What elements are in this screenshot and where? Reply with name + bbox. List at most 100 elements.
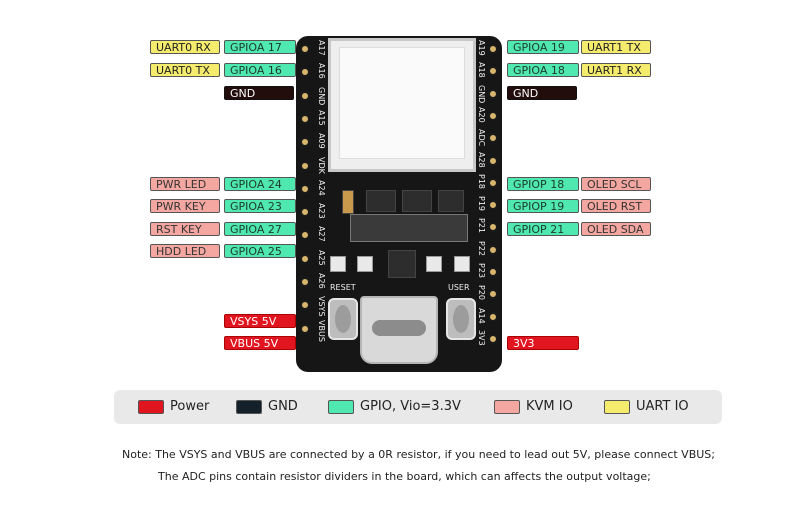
label-vsys-5v: VSYS 5V: [224, 314, 296, 328]
label-3v3: 3V3: [507, 336, 579, 350]
left-pad: [300, 277, 310, 287]
label-pwr-led: PWR LED: [150, 177, 220, 191]
left-pad: [300, 253, 310, 264]
label-vbus-5v: VBUS 5V: [224, 336, 296, 350]
left-pin-label: A17: [317, 40, 326, 56]
legend-gnd-swatch: [236, 400, 262, 414]
left-pin-label: A27: [317, 226, 326, 243]
label-gpioa-27: GPIOA 27: [224, 222, 296, 236]
left-pad: [300, 183, 310, 194]
right-pad: [488, 155, 498, 166]
right-pin-label: A14: [477, 307, 486, 324]
smd-2: [357, 256, 373, 272]
chip-1: [366, 190, 396, 212]
label-hdd-led: HDD LED: [150, 244, 220, 258]
smd-1: [330, 256, 346, 272]
left-pad: [300, 113, 310, 124]
oscillator: [342, 190, 354, 214]
right-pad: [488, 110, 498, 121]
left-pad: [300, 323, 310, 334]
right-pin-label: A20: [477, 106, 486, 123]
left-pin-label: A25: [317, 249, 326, 266]
left-pin-label: VDK: [317, 156, 326, 174]
right-pin-label: P19: [477, 196, 486, 212]
right-pin-label: 3V3: [477, 329, 486, 346]
label-oled-rst: OLED RST: [581, 199, 651, 213]
right-pin-label: A19: [477, 40, 486, 56]
left-pin-label: A16: [317, 63, 326, 79]
right-pad: [488, 222, 498, 233]
label-gpiop-18: GPIOP 18: [507, 177, 579, 191]
left-pad: [300, 67, 310, 78]
label-uart0-rx: UART0 RX: [150, 40, 220, 54]
reset-silk: RESET: [330, 283, 356, 292]
right-pad: [488, 177, 498, 188]
right-pad: [488, 289, 498, 300]
lcd-screen: [328, 38, 476, 172]
legend-uart-label: UART IO: [636, 399, 689, 414]
left-pin-label: VBUS: [317, 319, 326, 342]
legend-kvm-swatch: [494, 400, 520, 414]
right-pad: [488, 44, 498, 54]
legend-gpio-label: GPIO, Vio=3.3V: [360, 399, 461, 414]
label-gnd-left: GND: [224, 86, 294, 100]
user-button[interactable]: [446, 298, 476, 340]
right-pad: [488, 133, 498, 144]
label-pwr-key: PWR KEY: [150, 199, 220, 213]
note-line-2: The ADC pins contain resistor dividers i…: [158, 470, 651, 483]
right-pin-label: P20: [477, 285, 486, 301]
usb-c-port: [360, 296, 438, 364]
soc-chip: [388, 250, 416, 278]
right-pad: [488, 244, 498, 255]
label-uart1-tx: UART1 TX: [581, 40, 651, 54]
right-pad: [488, 311, 498, 322]
right-pin-label: P18: [477, 173, 486, 189]
right-pin-label: P21: [477, 218, 486, 234]
fpc-connector: [350, 214, 468, 242]
right-pin-label: A28: [477, 151, 486, 168]
left-pad: [300, 300, 310, 311]
left-pad: [300, 230, 310, 241]
label-gnd-right: GND: [507, 86, 577, 100]
chip-3: [438, 190, 464, 212]
legend-power-swatch: [138, 400, 164, 414]
label-gpiop-19: GPIOP 19: [507, 199, 579, 213]
right-pin-label: GND: [477, 84, 486, 103]
left-pin-label: A23: [317, 203, 326, 219]
left-pad: [300, 207, 310, 218]
right-pad: [488, 333, 498, 344]
label-gpioa-17: GPIOA 17: [224, 40, 296, 54]
note-line-1: Note: The VSYS and VBUS are connected by…: [122, 448, 715, 461]
label-gpiop-21: GPIOP 21: [507, 222, 579, 236]
left-pad: [300, 137, 310, 148]
right-pad: [488, 88, 498, 99]
label-gpioa-24: GPIOA 24: [224, 177, 296, 191]
label-gpioa-25: GPIOA 25: [224, 244, 296, 258]
left-pin-label: GND: [317, 86, 326, 105]
label-gpioa-18: GPIOA 18: [507, 63, 579, 77]
smd-3: [426, 256, 442, 272]
right-pin-label: ADC: [477, 129, 486, 147]
left-pin-label: A26: [317, 273, 326, 289]
right-pad: [488, 200, 498, 211]
label-oled-sda: OLED SDA: [581, 222, 651, 236]
left-pin-label: VSYS: [317, 296, 326, 317]
left-pad: [300, 90, 310, 101]
left-pad: [300, 160, 310, 171]
reset-button[interactable]: [328, 298, 358, 340]
user-silk: USER: [448, 283, 470, 292]
right-pad: [488, 66, 498, 77]
chip-2: [402, 190, 432, 212]
left-pin-label: A24: [317, 179, 326, 196]
label-gpioa-19: GPIOA 19: [507, 40, 579, 54]
right-pin-label: A18: [477, 62, 486, 78]
right-pin-label: P22: [477, 240, 486, 256]
legend-gnd-label: GND: [268, 399, 298, 414]
legend-uart-swatch: [604, 400, 630, 414]
right-pin-label: P23: [477, 263, 486, 279]
legend-power-label: Power: [170, 399, 210, 414]
legend-kvm-label: KVM IO: [526, 399, 573, 414]
label-gpioa-16: GPIOA 16: [224, 63, 296, 77]
label-uart0-tx: UART0 TX: [150, 63, 220, 77]
smd-4: [454, 256, 470, 272]
